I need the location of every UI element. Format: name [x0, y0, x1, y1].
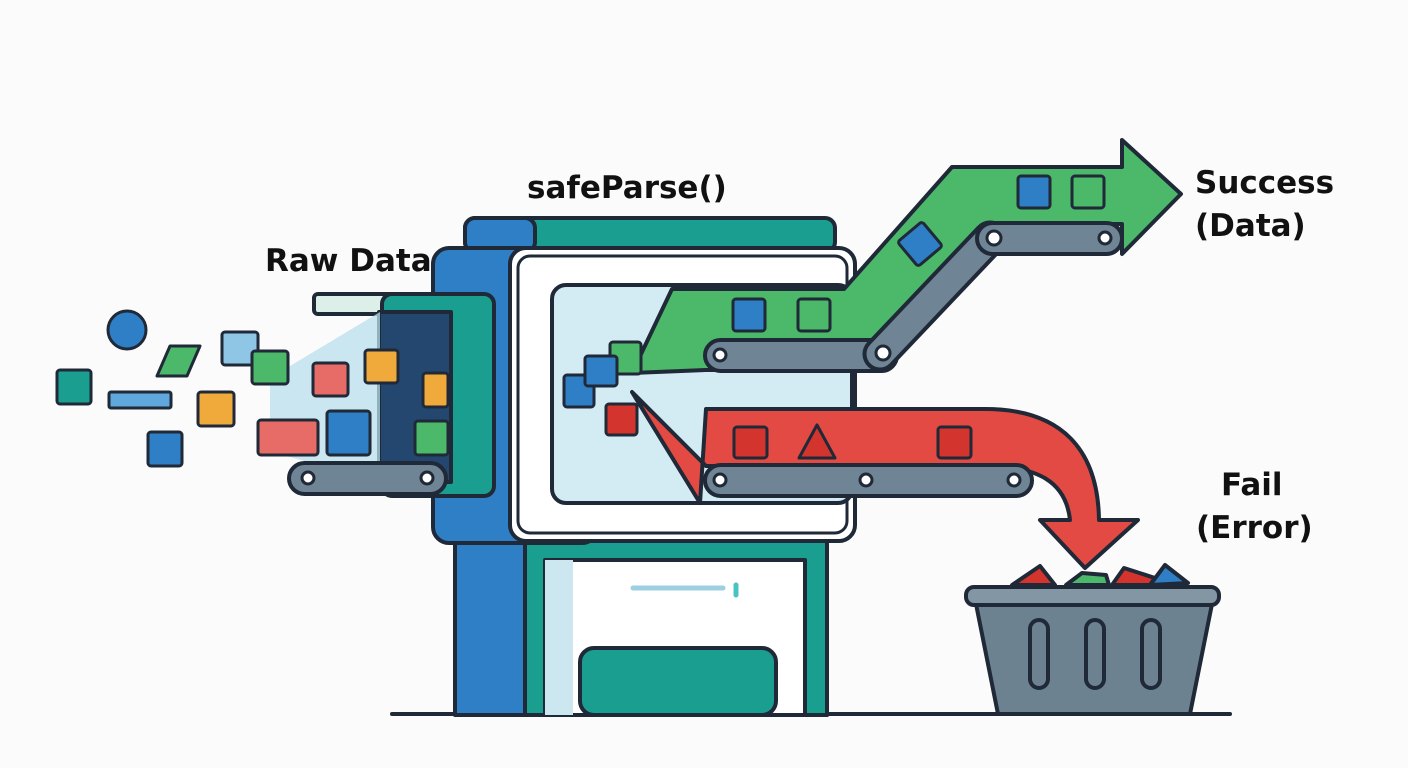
success-label-line2: (Data)	[1195, 208, 1306, 244]
intake-conveyor	[287, 461, 448, 496]
fail-label-line2: (Error)	[1196, 510, 1313, 546]
raw-data-label: Raw Data	[265, 243, 432, 279]
trash-basket-icon	[964, 563, 1221, 716]
fail-label-line1: Fail	[1221, 467, 1283, 503]
fail-pieces	[732, 423, 973, 460]
success-label-line1: Success	[1195, 165, 1334, 201]
sorting-pieces	[562, 340, 643, 437]
success-conveyor	[703, 220, 1124, 373]
raw-data-pieces	[55, 309, 450, 468]
fail-conveyor	[703, 463, 1034, 498]
success-pieces	[731, 174, 1106, 333]
func-label: safeParse()	[527, 170, 727, 206]
